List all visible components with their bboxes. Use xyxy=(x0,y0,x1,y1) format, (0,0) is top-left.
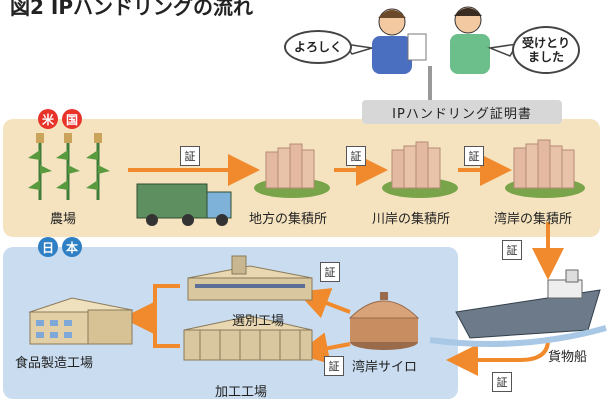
cert-mark-5: 証 xyxy=(320,262,340,282)
diagram-title: 図2 IPハンドリングの流れ xyxy=(10,0,253,19)
corn-field-icon xyxy=(28,133,110,200)
cert-mark-7: 証 xyxy=(492,372,512,392)
node-sorting-factory-label: 選別工場 xyxy=(232,314,285,329)
certificate-banner: IPハンドリング証明書 xyxy=(362,100,562,124)
japan-badge-1: 日 xyxy=(38,237,58,257)
harbor-silo-icon xyxy=(348,292,420,350)
cert-mark-2: 証 xyxy=(346,146,366,166)
node-river-depot-label: 川岸の集積所 xyxy=(372,212,451,227)
person-left-icon xyxy=(372,8,427,74)
sorting-factory-icon xyxy=(187,255,313,301)
us-badge-1: 米 xyxy=(38,109,58,129)
cert-mark-1: 証 xyxy=(180,146,200,166)
processing-factory-icon xyxy=(183,315,313,361)
cert-mark-6: 証 xyxy=(324,356,344,376)
cargo-ship-icon xyxy=(429,269,607,347)
storage-icon-2 xyxy=(382,141,458,198)
node-food-factory-label: 食品製造工場 xyxy=(15,356,94,371)
food-factory-icon xyxy=(28,297,134,345)
node-harbor-silo-label: 湾岸サイロ xyxy=(352,360,418,375)
cert-mark-3: 証 xyxy=(464,146,484,166)
truck-icon xyxy=(136,183,232,226)
node-local-depot-label: 地方の集積所 xyxy=(249,212,328,227)
speech-bubble-right: 受けとり ました xyxy=(512,26,580,74)
node-farm-label: 農場 xyxy=(50,212,77,227)
cert-mark-4: 証 xyxy=(502,240,522,260)
storage-icon-3 xyxy=(505,139,585,198)
us-badge-2: 国 xyxy=(62,109,82,129)
japan-badge-2: 本 xyxy=(62,237,82,257)
speech-bubble-left: よろしく xyxy=(284,30,352,64)
cargo-ship-label: 貨物船 xyxy=(548,350,588,365)
node-bay-depot-label: 湾岸の集積所 xyxy=(494,212,573,227)
storage-icon-1 xyxy=(254,143,330,198)
node-processing-factory-label: 加工工場 xyxy=(215,385,268,400)
person-right-icon xyxy=(450,6,490,74)
